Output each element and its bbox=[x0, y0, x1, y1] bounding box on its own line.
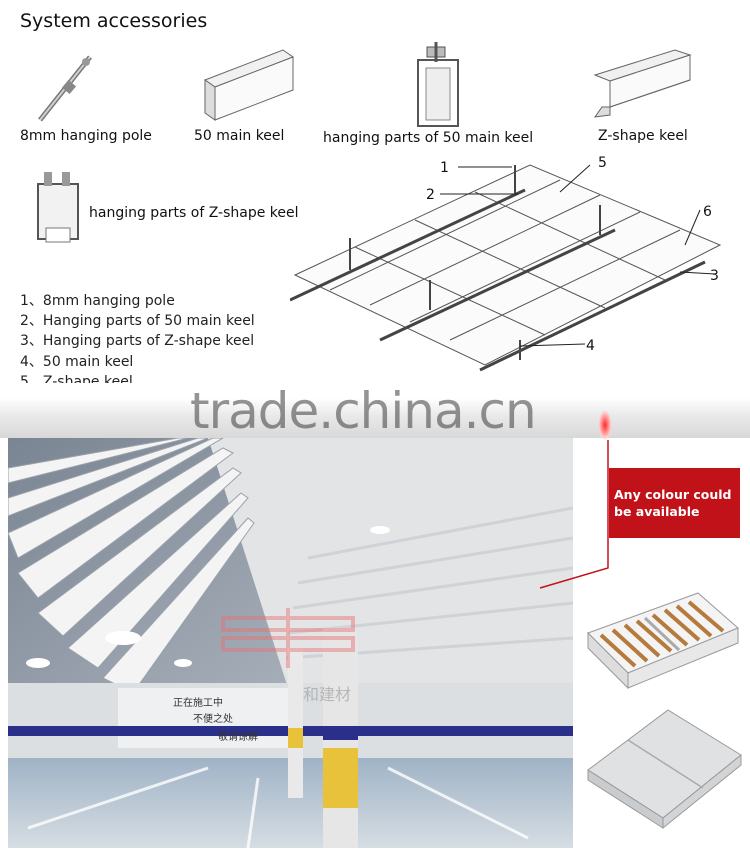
section-title: System accessories bbox=[20, 10, 208, 32]
red-marker bbox=[598, 410, 612, 440]
ceiling-grid-diagram: 1 2 3 4 5 6 bbox=[290, 155, 722, 372]
watermark-text: trade.china.cn bbox=[190, 382, 537, 440]
sign-text-1: 正在施工中 bbox=[173, 696, 223, 709]
parts-list-item-4: 4、50 main keel bbox=[20, 354, 134, 370]
callout-number-1: 1 bbox=[440, 160, 449, 176]
accessory-label-main-keel-hanger: hanging parts of 50 main keel bbox=[323, 130, 534, 146]
colour-callout-box: Any colour could be available bbox=[609, 468, 740, 538]
parking-garage-photo: 正在施工中 不便之处 敬请谅解 和建材 bbox=[8, 438, 573, 848]
parts-list-item-3: 3、Hanging parts of Z-shape keel bbox=[20, 333, 255, 349]
callout-connector bbox=[539, 440, 609, 589]
accessory-label-hanging-pole: 8mm hanging pole bbox=[20, 128, 152, 144]
callout-number-4: 4 bbox=[586, 338, 595, 354]
photo-logo-text: 和建材 bbox=[303, 685, 351, 704]
accessory-label-main-keel: 50 main keel bbox=[194, 128, 285, 144]
parts-list-item-2: 2、Hanging parts of 50 main keel bbox=[20, 313, 255, 329]
main-keel-hanger-image bbox=[417, 42, 459, 127]
callout-number-6: 6 bbox=[703, 204, 712, 220]
accessory-label-z-keel: Z-shape keel bbox=[598, 128, 688, 144]
wood-grain-panel-image bbox=[587, 592, 739, 690]
hanging-pole-image bbox=[38, 55, 92, 122]
callout-number-3: 3 bbox=[710, 268, 719, 284]
parts-list-item-1: 1、8mm hanging pole bbox=[20, 293, 175, 309]
callout-number-2: 2 bbox=[426, 187, 435, 203]
z-keel-hanger-image bbox=[37, 172, 79, 243]
sign-text-3: 敬请谅解 bbox=[218, 730, 258, 743]
parts-list-item-5: 5、Z-shape keel bbox=[20, 374, 133, 383]
sign-text-2: 不便之处 bbox=[193, 712, 233, 725]
main-keel-image bbox=[203, 49, 295, 121]
accessory-label-z-keel-hanger: hanging parts of Z-shape keel bbox=[89, 205, 299, 221]
watermark-band bbox=[0, 398, 750, 438]
callout-number-5: 5 bbox=[598, 155, 607, 171]
perforated-panel-image bbox=[587, 709, 742, 830]
colour-callout-text: Any colour could be available bbox=[614, 487, 732, 519]
z-shape-keel-image bbox=[593, 49, 692, 118]
